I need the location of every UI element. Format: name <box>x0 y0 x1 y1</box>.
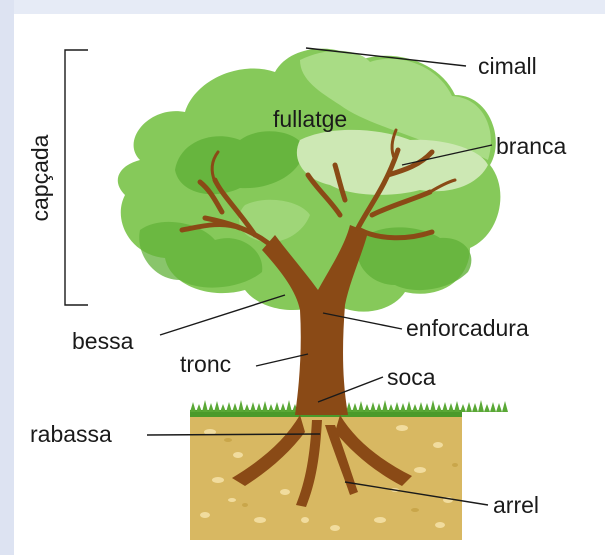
label-branch: branca <box>496 133 567 159</box>
label-trunk: tronc <box>180 351 231 377</box>
crown-bracket <box>65 50 88 305</box>
label-foliage: fullatge <box>273 106 347 132</box>
label-fork: bessa <box>72 328 134 354</box>
soil <box>190 415 462 540</box>
label-root: arrel <box>493 492 539 518</box>
label-trunk-top: enforcadura <box>406 315 529 341</box>
label-crown: capçada <box>27 134 53 221</box>
label-root-crown: rabassa <box>30 421 112 447</box>
label-stump: soca <box>387 364 436 390</box>
label-crown-top: cimall <box>478 53 537 79</box>
grass <box>190 400 508 417</box>
